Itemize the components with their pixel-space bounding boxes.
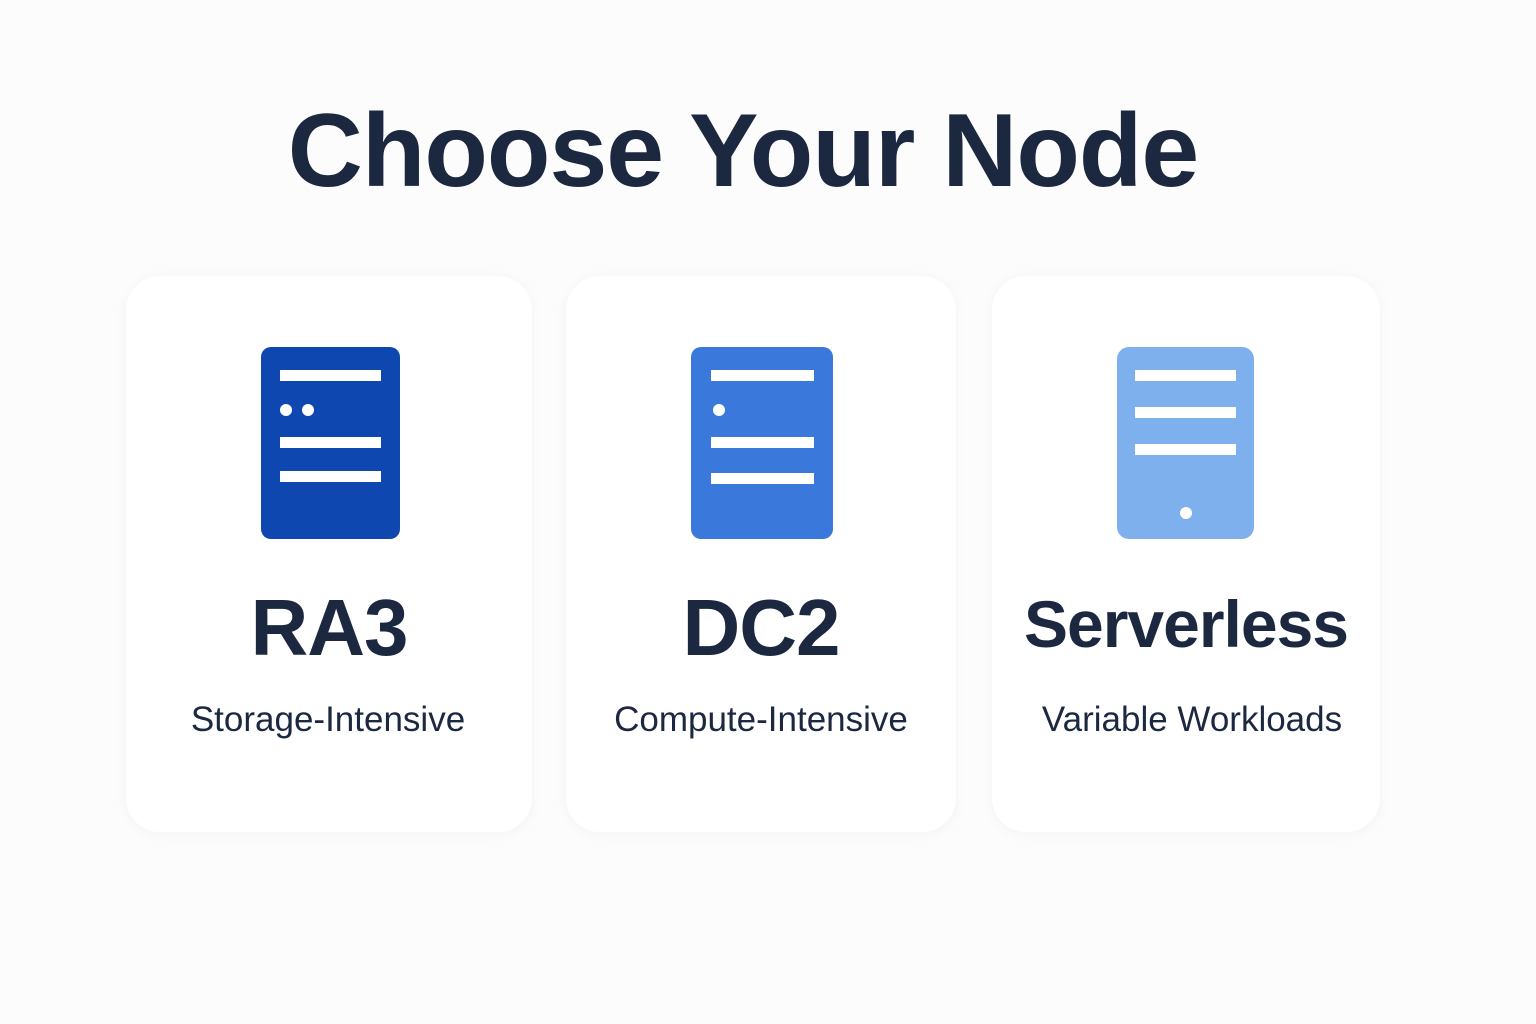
server-icon xyxy=(261,347,400,539)
node-name: DC2 xyxy=(682,583,840,672)
server-icon xyxy=(1117,347,1254,539)
node-name: RA3 xyxy=(250,583,408,672)
node-description: Compute-Intensive xyxy=(614,700,908,739)
node-name: Serverless xyxy=(1024,587,1349,661)
node-card-serverless[interactable]: Serverless Variable Workloads xyxy=(992,276,1380,832)
node-card-dc2[interactable]: DC2 Compute-Intensive xyxy=(566,276,956,832)
node-description: Storage-Intensive xyxy=(190,700,466,739)
node-card-ra3[interactable]: RA3 Storage-Intensive xyxy=(126,276,532,832)
server-icon xyxy=(691,347,833,539)
node-description: Variable Workloads xyxy=(1041,700,1343,739)
page-title: Choose Your Node xyxy=(287,93,1199,209)
